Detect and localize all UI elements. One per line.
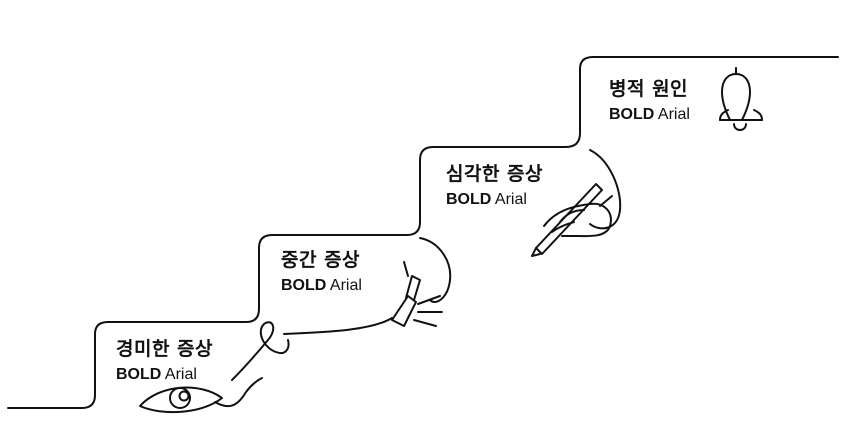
hand-pen-icon <box>531 183 613 257</box>
staircase-line <box>7 56 839 409</box>
step-4-sub-bold: BOLD <box>609 106 655 123</box>
step-2-label: 중간 증상 BOLD Arial <box>281 251 362 294</box>
swirl-step3 <box>589 149 622 230</box>
bell-icon <box>719 67 763 131</box>
step-1-sub-regular: Arial <box>164 366 197 383</box>
swirl-step2 <box>283 237 452 335</box>
step-4-label: 병적 원인 BOLD Arial <box>609 80 690 123</box>
step-3-sub-bold: BOLD <box>446 191 492 208</box>
step-3-sub-regular: Arial <box>494 191 527 208</box>
step-4-sub-regular: Arial <box>657 106 690 123</box>
step-1-label: 경미한 증상 BOLD Arial <box>116 340 213 383</box>
step-2-sub-regular: Arial <box>329 277 362 294</box>
step-1-title: 경미한 증상 <box>116 338 214 360</box>
step-2-sub-bold: BOLD <box>281 277 327 294</box>
swirl-step1 <box>231 321 290 381</box>
step-1-sub-bold: BOLD <box>116 366 162 383</box>
step-3-label: 심각한 증상 BOLD Arial <box>446 165 543 208</box>
step-4-title: 병적 원인 <box>609 78 689 100</box>
flashlight-icon <box>391 261 443 327</box>
step-2-title: 중간 증상 <box>281 249 361 271</box>
step-3-title: 심각한 증상 <box>446 163 544 185</box>
eye-icon <box>139 377 263 414</box>
